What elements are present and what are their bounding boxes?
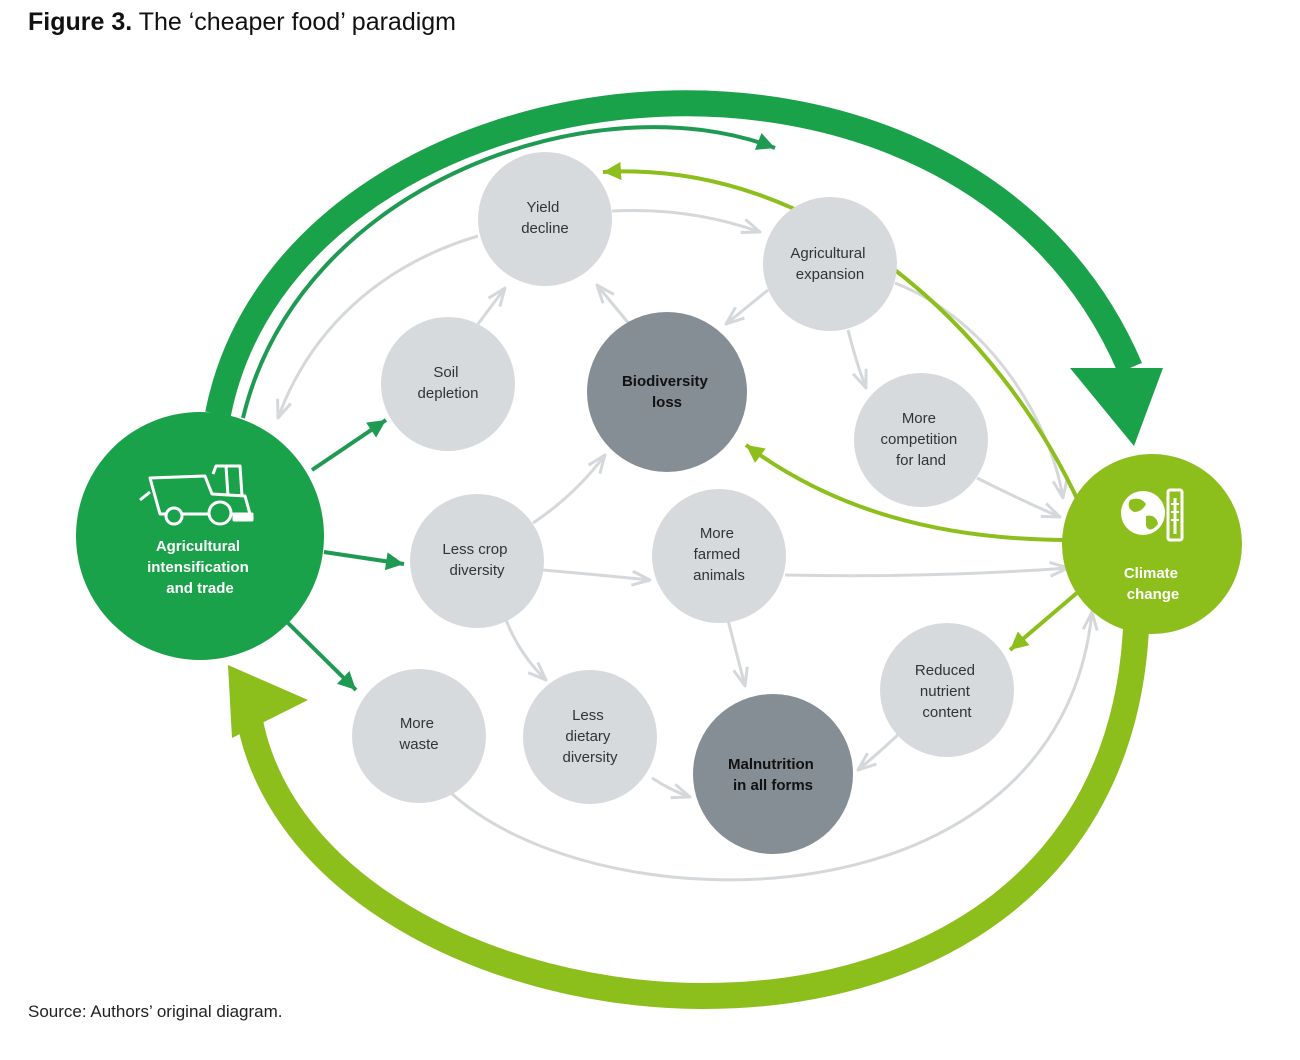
svg-text:Less crop diversity: Less crop diversity (442, 541, 511, 579)
figure-number: Figure 3. (28, 8, 133, 36)
svg-text:Climate change: Climate change (1124, 565, 1182, 603)
svg-text:Reduced nutrient c: Reduced nutrient content (915, 662, 979, 721)
svg-text:Soil depletion: Soil depletion (418, 364, 479, 402)
cycle-arrows (205, 90, 1163, 1009)
edge-agri-to-soil (310, 418, 388, 472)
farmed-line-2: farmed (694, 546, 741, 563)
agri-line-3: and trade (166, 580, 234, 597)
svg-text:Yield decline: Yield decline (521, 199, 569, 237)
node-less-crop-diversity: Less crop diversity (410, 494, 544, 628)
cycle-arrow-climate-to-agri (235, 627, 1149, 1009)
waste-line-2: waste (398, 736, 438, 753)
svg-text:More competition f: More competition for land (881, 410, 962, 469)
comp-line-1: More (902, 410, 936, 427)
svg-text:Biodiversity loss: Biodiversity loss (622, 373, 712, 411)
dietary-line-3: diversity (562, 749, 618, 766)
dietary-line-2: dietary (565, 728, 611, 745)
waste-line-1: More (400, 715, 434, 732)
crop-line-2: diversity (449, 562, 505, 579)
farmed-line-1: More (700, 525, 734, 542)
agexp-line-1: Agricultural (790, 245, 865, 262)
nutrient-line-2: nutrient (920, 683, 971, 700)
edge-farmed-to-malnut (726, 619, 749, 688)
malnut-line-1: Malnutrition (728, 756, 814, 773)
node-more-waste: More waste (352, 669, 486, 803)
yield-line-2: decline (521, 220, 569, 237)
svg-text:More waste: More waste (398, 715, 438, 753)
crop-line-1: Less crop (442, 541, 507, 558)
edge-yield-to-agexp (611, 208, 762, 235)
edge-agri-to-waste (285, 620, 358, 692)
combine-harvester-icon (139, 464, 254, 526)
cycle-arrowhead-agri (228, 665, 308, 738)
edge-climate-to-bio (744, 443, 1071, 542)
svg-text:Less dietary diver: Less dietary diversity (562, 707, 618, 766)
soil-line-1: Soil (433, 364, 458, 381)
edge-agexp-to-comp (846, 329, 868, 390)
node-agri: Agricultural intensification and trade (76, 412, 324, 660)
comp-line-3: for land (896, 452, 946, 469)
figure-title-text: The ‘cheaper food’ paradigm (138, 8, 457, 36)
edge-agri-to-crop (323, 550, 405, 571)
edge-crop-to-dietary (504, 619, 548, 682)
cycle-arrow-agri-to-climate (205, 90, 1142, 417)
svg-text:Malnutrition in all form: Malnutrition in all forms (728, 756, 818, 794)
dietary-line-1: Less (572, 707, 604, 724)
yield-line-1: Yield (527, 199, 560, 216)
svg-text:More farmed animal: More farmed animals (693, 525, 745, 584)
node-biodiversity-loss: Biodiversity loss (587, 312, 747, 472)
bio-line-1: Biodiversity (622, 373, 709, 390)
source-note: Source: Authors’ original diagram. (28, 1002, 283, 1021)
node-agricultural-expansion: Agricultural expansion (763, 197, 897, 331)
climate-line-2: change (1127, 586, 1180, 603)
edge-farmed-to-climate (784, 560, 1070, 578)
comp-line-2: competition (881, 431, 958, 448)
edge-waste-to-climate (448, 610, 1099, 882)
node-reduced-nutrient: Reduced nutrient content (880, 623, 1014, 757)
edge-yield-to-agri (276, 234, 479, 420)
edge-comp-to-climate (976, 476, 1062, 519)
node-more-farmed-animals: More farmed animals (652, 489, 786, 623)
edge-climate-to-nutrient (1008, 590, 1080, 652)
bio-line-2: loss (652, 394, 682, 411)
svg-text:Agricultural expansion: Agricultural expansion (790, 245, 869, 283)
node-more-competition: More competition for land (854, 373, 988, 507)
agri-line-2: intensification (147, 559, 249, 576)
edge-agri-to-yield-arc (241, 125, 776, 419)
edge-soil-to-yield (476, 286, 507, 325)
soil-line-2: depletion (418, 385, 479, 402)
edge-nutrient-to-malnut (856, 728, 905, 772)
node-malnutrition: Malnutrition in all forms (693, 694, 853, 854)
node-less-dietary-diversity: Less dietary diversity (523, 670, 657, 804)
node-yield-decline: Yield decline (478, 152, 612, 286)
climate-line-1: Climate (1124, 565, 1178, 582)
edge-agexp-to-bio (724, 288, 769, 326)
cycle-arrowhead-climate (1070, 368, 1163, 446)
svg-text:Agricultural intensifica: Agricultural intensification and trade (147, 538, 253, 597)
farmed-line-3: animals (693, 567, 745, 584)
globe-thermometer-icon (1121, 488, 1184, 542)
agri-line-1: Agricultural (156, 538, 240, 555)
nutrient-line-1: Reduced (915, 662, 975, 679)
node-soil-depletion: Soil depletion (381, 317, 515, 451)
malnut-line-2: in all forms (733, 777, 813, 794)
nutrient-line-3: content (922, 704, 972, 721)
figure-title: Figure 3. The ‘cheaper food’ paradigm (28, 8, 456, 37)
agexp-line-2: expansion (796, 266, 864, 283)
edge-dietary-to-malnut (651, 776, 692, 800)
edge-crop-to-bio (532, 453, 607, 525)
edge-crop-to-farmed (542, 568, 652, 587)
edge-bio-to-yield (595, 283, 632, 326)
node-climate: Climate change (1062, 454, 1242, 634)
